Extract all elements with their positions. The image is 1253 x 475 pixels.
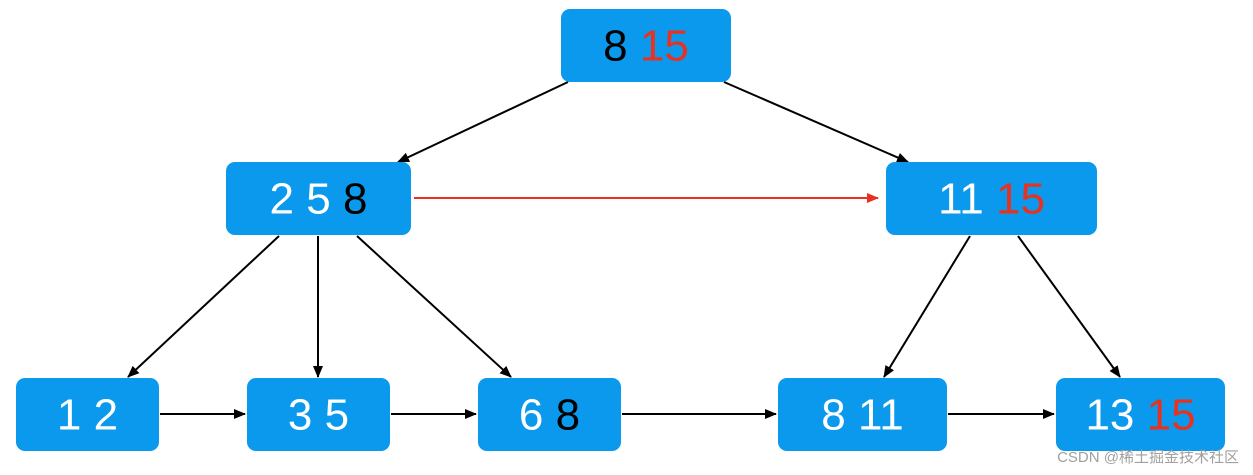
node-box-internal-right [886, 162, 1097, 235]
node-internal-right: 11 15 [886, 162, 1097, 235]
node-leaf-3: 6 8 [478, 378, 621, 451]
node-key-leaf-1-0: 1 [57, 390, 81, 439]
edge-internal-right-to-leaf-4 [883, 235, 971, 378]
edges-layer [127, 81, 1121, 419]
node-internal-left: 2 5 8 [226, 162, 411, 235]
node-keys-internal-left: 2 5 8 [270, 174, 368, 223]
node-key-leaf-3-1: 8 [543, 390, 580, 439]
node-box-leaf-5 [1056, 378, 1225, 451]
node-box-root [561, 9, 731, 82]
node-key-leaf-3-0: 6 [519, 390, 543, 439]
edge-root-to-internal-left [397, 81, 569, 163]
node-leaf-1: 1 2 [16, 378, 159, 451]
node-key-internal-left-2: 8 [331, 174, 368, 223]
node-box-leaf-2 [247, 378, 390, 451]
node-box-leaf-4 [778, 378, 947, 451]
edge-internal-left-to-leaf-3 [356, 235, 512, 378]
node-leaf-2: 3 5 [247, 378, 390, 451]
node-box-internal-left [226, 162, 411, 235]
node-key-leaf-4-0: 8 [821, 390, 845, 439]
node-key-root-1: 15 [628, 21, 689, 70]
node-key-leaf-5-1: 15 [1134, 390, 1195, 439]
edge-internal-right-to-leaf-5 [1017, 235, 1121, 378]
node-keys-leaf-4: 8 11 [821, 390, 903, 439]
watermark: CSDN @稀土掘金技术社区 [1057, 449, 1239, 466]
node-key-root-0: 8 [603, 21, 627, 70]
node-box-leaf-3 [478, 378, 621, 451]
node-key-internal-left-1: 5 [294, 174, 331, 223]
node-key-leaf-4-1: 11 [846, 390, 904, 439]
node-keys-root: 8 15 [603, 21, 689, 70]
node-keys-internal-right: 11 15 [938, 174, 1045, 223]
node-key-internal-right-0: 11 [938, 174, 984, 223]
node-keys-leaf-2: 3 5 [288, 390, 349, 439]
edge-root-to-internal-right [723, 81, 909, 163]
node-key-leaf-1-1: 2 [81, 390, 118, 439]
node-leaf-5: 13 15 [1056, 378, 1225, 451]
node-leaf-4: 8 11 [778, 378, 947, 451]
node-keys-leaf-1: 1 2 [57, 390, 118, 439]
node-key-internal-left-0: 2 [270, 174, 294, 223]
node-key-leaf-2-0: 3 [288, 390, 312, 439]
node-key-leaf-5-0: 13 [1085, 390, 1134, 439]
node-keys-leaf-3: 6 8 [519, 390, 580, 439]
node-root: 8 15 [561, 9, 731, 82]
node-key-internal-right-1: 15 [984, 174, 1045, 223]
node-keys-leaf-5: 13 15 [1085, 390, 1195, 439]
node-key-leaf-2-1: 5 [312, 390, 349, 439]
edge-internal-left-to-leaf-1 [127, 235, 280, 378]
node-box-leaf-1 [16, 378, 159, 451]
